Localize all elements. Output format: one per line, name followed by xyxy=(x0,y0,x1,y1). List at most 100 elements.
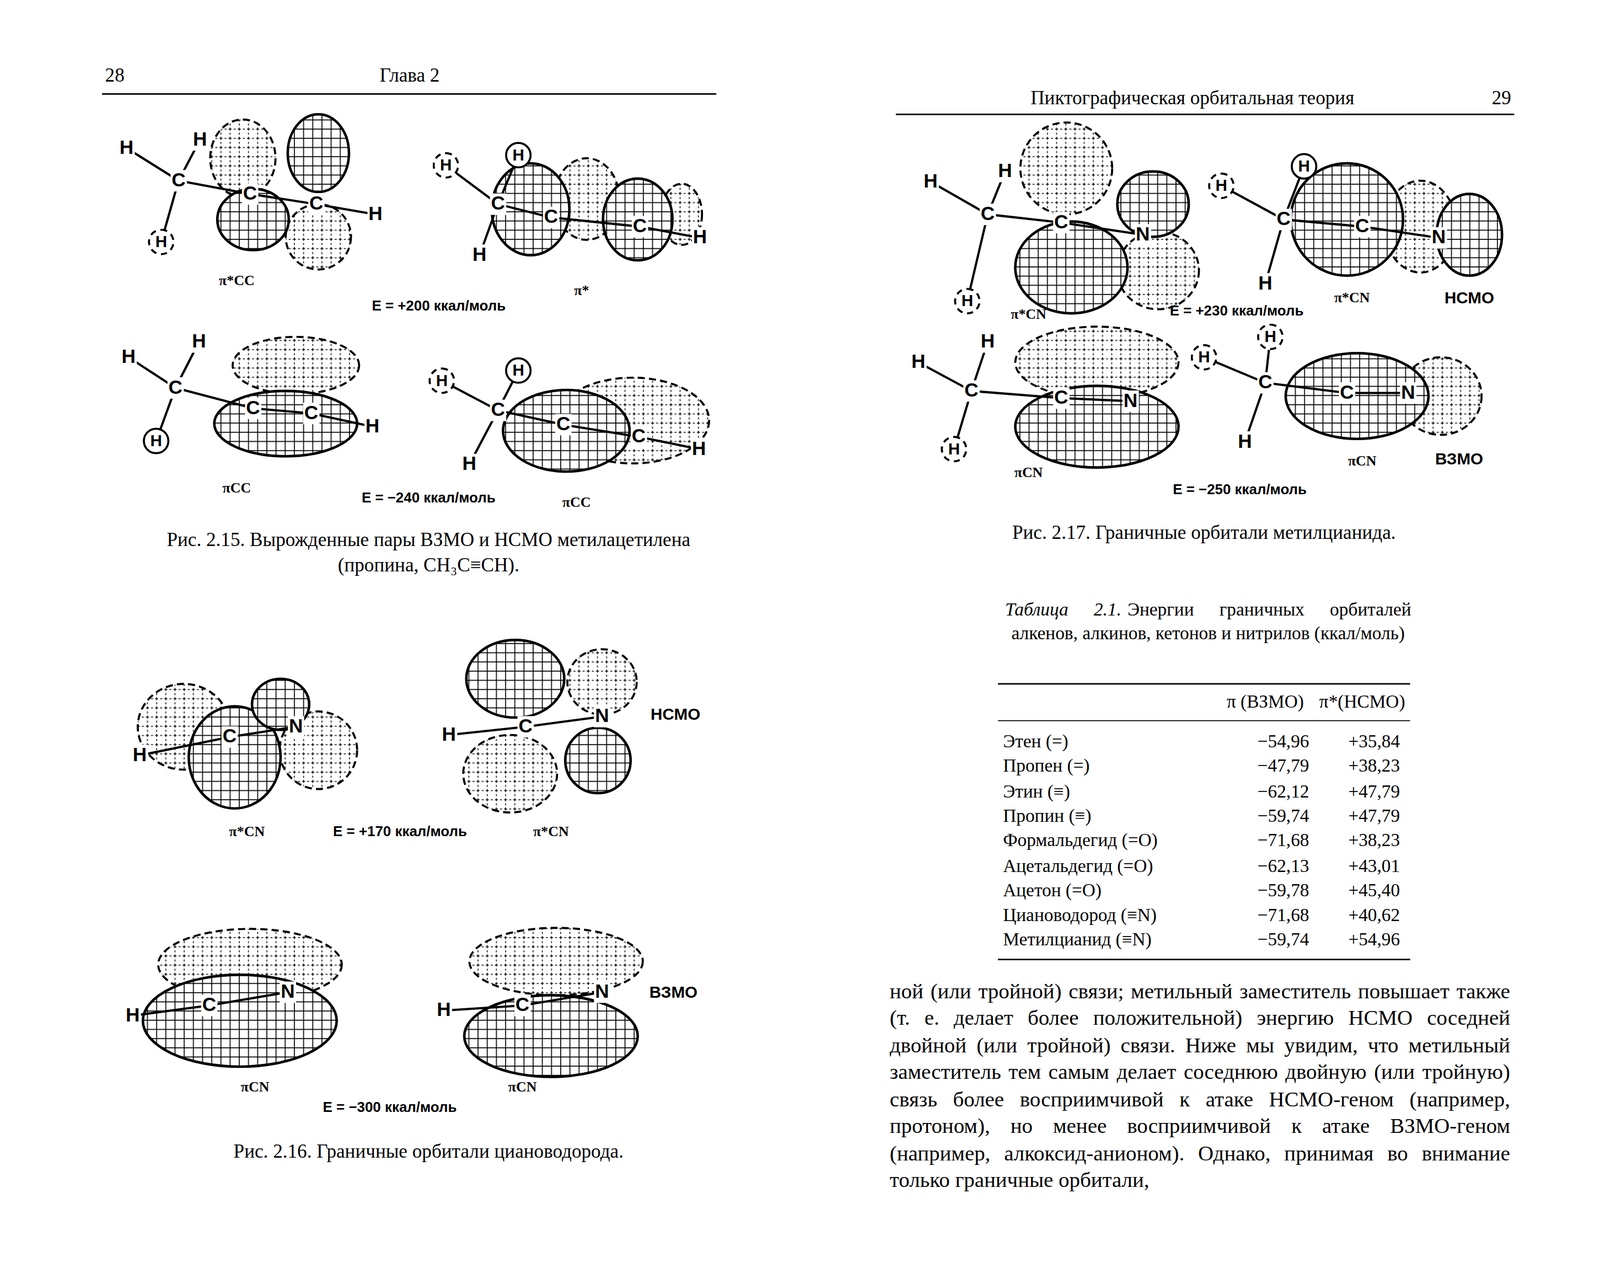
solid-lobes xyxy=(142,114,1502,1077)
atom-symbol: H xyxy=(131,744,148,766)
atom-symbol: N xyxy=(593,981,610,1003)
atom-symbol: H xyxy=(1297,158,1310,175)
atom-symbol: H xyxy=(1264,328,1276,346)
atom-symbol: C xyxy=(308,193,325,216)
atom-symbol: C xyxy=(517,715,534,738)
running-head: Глава 2 xyxy=(379,65,440,87)
atom-symbol: H xyxy=(961,292,974,310)
atom-symbol: H xyxy=(439,157,452,174)
atom-symbol: H xyxy=(364,415,381,438)
drawing-part xyxy=(603,178,673,261)
table-cell: −62,13 xyxy=(1257,855,1310,877)
atom-symbol: C xyxy=(167,377,184,399)
drawing-part xyxy=(1204,336,1409,443)
atom-symbol: C xyxy=(631,216,648,238)
atom-symbol: H xyxy=(367,203,384,225)
atom-symbol: C xyxy=(1257,372,1274,394)
table-cell: −71,68 xyxy=(1257,830,1310,852)
drawing-part xyxy=(567,648,637,714)
table-cell: Формальдегид (=O) xyxy=(1002,830,1158,852)
atom-symbol: H xyxy=(441,723,458,746)
drawing-part xyxy=(895,113,1515,116)
atom-symbol: C xyxy=(303,402,320,424)
drawing-part xyxy=(1285,352,1429,439)
atom-symbol: H xyxy=(1236,431,1253,453)
atom-symbol: H xyxy=(948,441,960,458)
orbital-label: π*CN xyxy=(533,823,569,840)
atom-symbol: H xyxy=(120,346,137,368)
drawing-part xyxy=(142,974,337,1067)
atom-symbol: C xyxy=(1338,382,1355,404)
atom-symbol: N xyxy=(1134,223,1151,246)
energy-value: E = +230 ккал/моль xyxy=(1169,303,1304,319)
atom-symbol: C xyxy=(170,169,187,192)
orbital-label: πCN xyxy=(1014,464,1044,481)
running-head: 28 xyxy=(105,65,125,87)
table-cell: +54,96 xyxy=(1348,930,1400,951)
drawing-part xyxy=(101,93,717,95)
drawing-part xyxy=(279,711,358,789)
drawing-part xyxy=(997,958,1411,960)
atom-symbol: C xyxy=(1275,208,1292,231)
table-cell: −62,12 xyxy=(1257,781,1310,802)
orbital-label: πCN xyxy=(240,1078,270,1095)
atom-symbol: N xyxy=(1399,382,1416,404)
table-cell: Этин (≡) xyxy=(1002,781,1071,802)
drawing-part xyxy=(214,390,358,456)
orbital-label: π*CN xyxy=(229,823,266,840)
table-cell: −54,96 xyxy=(1257,731,1310,753)
atom-symbol: H xyxy=(1215,177,1228,195)
circled-hydrogen: H xyxy=(428,367,455,394)
atom-symbol: H xyxy=(910,351,927,374)
energy-value: E = −300 ккал/моль xyxy=(323,1099,458,1115)
atom-symbol: C xyxy=(963,379,980,402)
circled-hydrogen: H xyxy=(505,357,532,384)
orbital-label: π*CN xyxy=(1010,306,1047,322)
atom-symbol: C xyxy=(490,193,507,216)
table-cell: +38,23 xyxy=(1348,830,1400,852)
table-cell: Пропин (≡) xyxy=(1002,806,1092,827)
figure-caption: Рис. 2.15. Вырожденные пары ВЗМО и НСМО … xyxy=(132,527,725,578)
table-cell: +47,79 xyxy=(1348,781,1400,802)
table-cell: Циановодород (≡N) xyxy=(1002,905,1157,926)
orbital-label: π*CN xyxy=(1334,290,1371,306)
atom-symbol: C xyxy=(1053,211,1070,234)
drawing-part xyxy=(1117,171,1190,237)
drawing-part xyxy=(930,171,1143,302)
energy-value: E = +170 ккал/моль xyxy=(333,823,467,840)
circled-hydrogen: H xyxy=(1190,344,1218,371)
atom-symbol: H xyxy=(512,147,524,164)
circled-hydrogen: H xyxy=(505,141,532,169)
atom-symbol: H xyxy=(461,453,478,476)
running-head: 29 xyxy=(1491,87,1512,110)
circled-hydrogen: H xyxy=(142,427,170,454)
atom-symbol: C xyxy=(979,203,996,225)
drawing-part xyxy=(446,154,701,255)
atom-symbol: C xyxy=(543,206,560,229)
table-cell: Пропен (=) xyxy=(1002,756,1090,777)
orbital-label: πCC xyxy=(562,494,592,510)
circled-hydrogen: H xyxy=(953,287,981,315)
atom-symbol: H xyxy=(922,170,939,193)
drawing-part xyxy=(565,727,631,793)
atom-symbol: N xyxy=(593,705,610,728)
drawing-part xyxy=(469,927,643,995)
table-cell: +47,79 xyxy=(1348,806,1400,827)
atom-symbol: H xyxy=(979,331,996,353)
atom-symbol: N xyxy=(1430,227,1447,249)
running-head: Пиктографическая орбитальная теория xyxy=(1030,87,1355,110)
table-cell: π*(НСМО) xyxy=(1319,691,1406,713)
table-cell: +40,62 xyxy=(1348,905,1400,926)
circled-hydrogen: H xyxy=(1207,172,1235,200)
table-cell: Ацетальдегид (=O) xyxy=(1002,855,1153,877)
atom-symbol: C xyxy=(201,994,218,1017)
drawing-part xyxy=(1117,231,1200,310)
table-rules xyxy=(997,683,1411,960)
table-cell: +35,84 xyxy=(1348,731,1400,753)
drawing-part xyxy=(1015,385,1179,468)
drawing-part xyxy=(232,336,359,395)
drawing-part xyxy=(1015,221,1128,314)
drawing-part xyxy=(132,716,603,1016)
atom-symbol: H xyxy=(436,372,448,390)
